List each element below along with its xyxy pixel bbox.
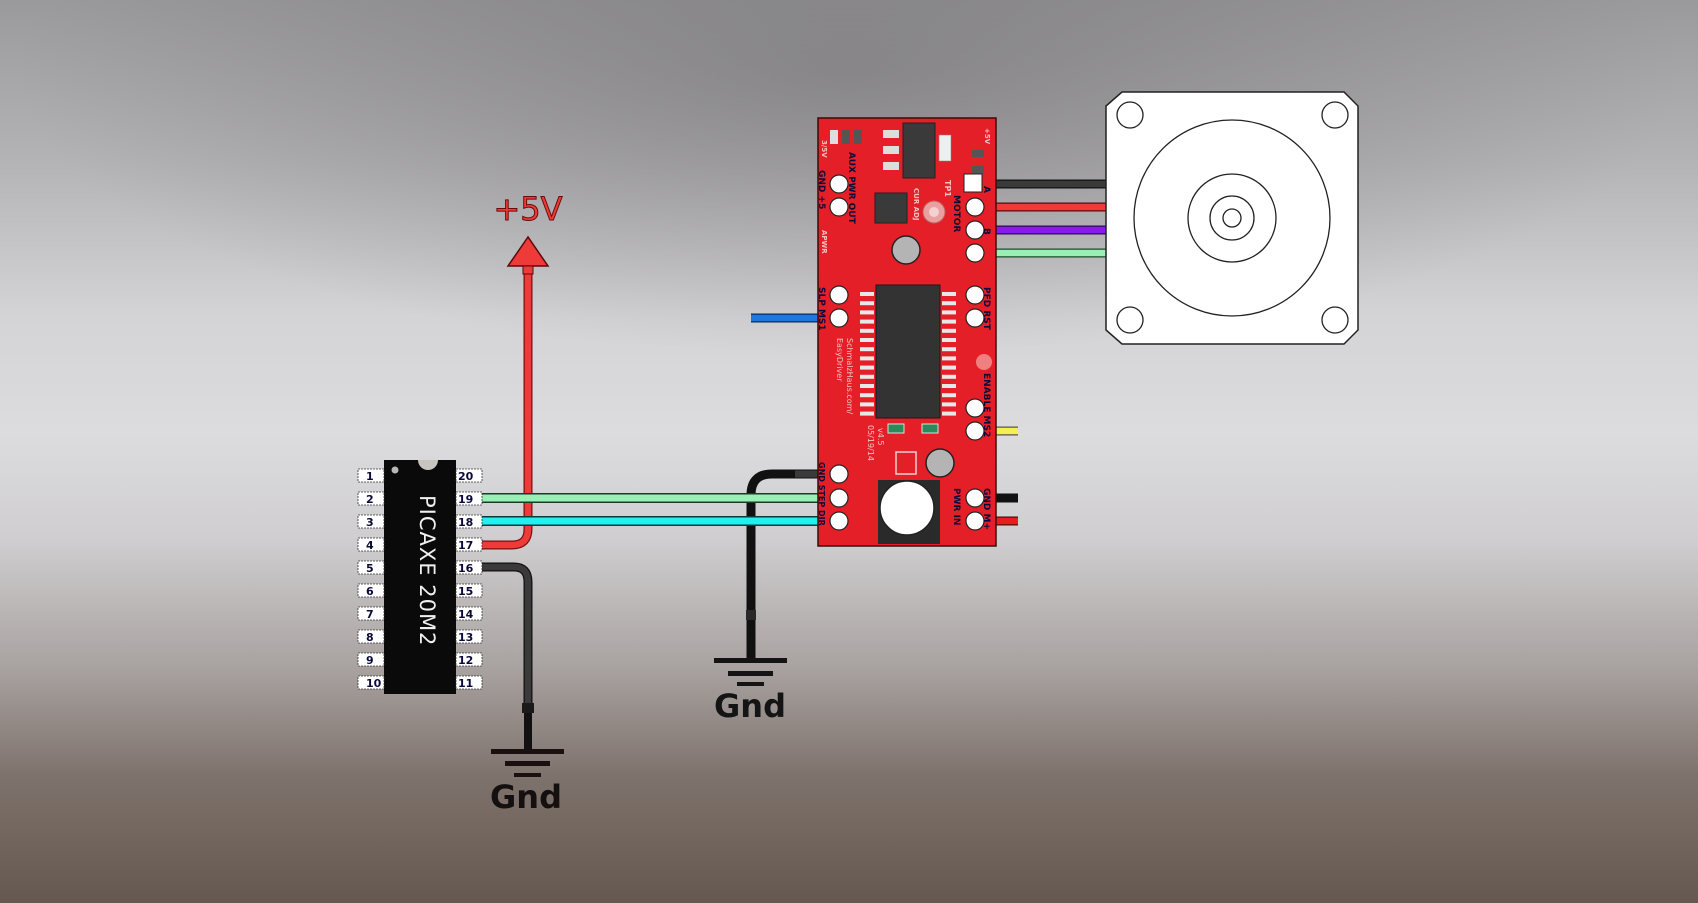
pin-label: 11 [458,677,473,690]
pin-label: 2 [366,493,374,506]
wire-5v [482,272,533,550]
label-pfd-rst: PFD RST [981,287,991,331]
pin-8[interactable]: 8 [357,629,385,644]
arrow-up-icon [506,235,550,267]
pin-label: 10 [366,677,382,690]
easydriver-board[interactable]: AUX PWR OUT GND +5 3/5V +5V APWR TP1 CUR… [816,117,997,547]
pin-16[interactable]: 16 [455,560,483,575]
header-pad[interactable] [965,308,985,328]
pin-18[interactable]: 18 [455,514,483,529]
pin-label: 7 [366,608,374,621]
pin-7[interactable]: 7 [357,606,385,621]
pin-label: 13 [458,631,473,644]
mount-hole [1321,101,1349,129]
supply-5v-symbol: +5V [493,190,563,275]
pin-4[interactable]: 4 [357,537,385,552]
ground-label-mid: Gnd [714,687,786,725]
pin-1[interactable]: 1 [357,468,385,483]
pin-9[interactable]: 9 [357,652,385,667]
pin-label: 17 [458,539,473,552]
pin-label: 16 [458,562,474,575]
header-pad[interactable] [829,308,849,328]
pin-14[interactable]: 14 [455,606,483,621]
pin-label: 15 [458,585,473,598]
pin-2[interactable]: 2 [357,491,385,506]
header-pad[interactable] [829,285,849,305]
header-pad[interactable] [965,220,985,240]
label-enable-ms2: ENABLE MS2 [981,373,991,437]
header-pad[interactable] [965,511,985,531]
label-slp-ms1: SLP MS1 [816,287,826,331]
oshw-gear-icon [976,354,992,370]
pin-19[interactable]: 19 [455,491,483,506]
header-pad[interactable] [965,421,985,441]
pin-10[interactable]: 10 [357,675,385,690]
pin-13[interactable]: 13 [455,629,483,644]
label-motor: MOTOR [951,195,961,232]
header-pad[interactable] [965,398,985,418]
pin-6[interactable]: 6 [357,583,385,598]
pin-label: 4 [366,539,374,552]
pin-20[interactable]: 20 [455,468,483,483]
label-aux-pwr-out: AUX PWR OUT [846,152,856,225]
label-version: v4.5 [876,428,885,445]
label-3-5v: 3/5V [820,140,828,158]
motor-wires [996,179,1106,258]
label-product: EasyDriver [835,338,844,382]
capacitor [879,480,935,536]
label-date: 05/19/14 [866,425,875,461]
header-pad[interactable] [829,464,849,484]
pin-12[interactable]: 12 [455,652,483,667]
label-5v: +5V [983,128,991,145]
pin-11[interactable]: 11 [455,675,483,690]
label-motor-b: B [981,228,991,235]
header-pad[interactable] [965,285,985,305]
label-tp1: TP1 [943,180,952,197]
label-motor-a: A [981,186,991,193]
pin-17[interactable]: 17 [455,537,483,552]
header-pad[interactable] [965,243,985,263]
header-pad[interactable] [829,488,849,508]
supply-label: +5V [493,190,562,228]
pin-label: 3 [366,516,374,529]
label-brand: SchmalzHaus.com/ [845,338,854,414]
header-pad[interactable] [829,197,849,217]
pin-label: 5 [366,562,374,575]
label-apwr: APWR [820,230,828,254]
label-cur-adj: CUR ADJ [912,188,920,220]
header-pad[interactable] [965,197,985,217]
pin-3[interactable]: 3 [357,514,385,529]
pin-label: 20 [458,470,474,483]
pin-label: 9 [366,654,374,667]
pin-label: 8 [366,631,374,644]
pin-15[interactable]: 15 [455,583,483,598]
chip-name: PICAXE 20M2 [415,495,439,646]
label-gnd-m: GND M+ [981,488,991,530]
pin-label: 19 [458,493,473,506]
stepper-motor[interactable] [1105,91,1359,345]
wire-gnd-left [482,562,533,705]
ground-label-left: Gnd [490,778,562,816]
pin-label: 12 [458,654,473,667]
mount-hole [1321,306,1349,334]
pin-label: 6 [366,585,374,598]
header-pad[interactable] [829,174,849,194]
ground-symbol-left: Gnd [490,749,564,816]
header-pad[interactable] [829,511,849,531]
mount-hole [1116,101,1144,129]
header-pad[interactable] [965,488,985,508]
label-gnd-step-dir: GND STEP DIR [817,462,826,526]
label-pwr-in: PWR IN [951,488,961,525]
mount-hole [1116,306,1144,334]
motor-shaft [1222,208,1242,228]
ground-symbol-mid: Gnd [714,658,787,725]
pin-label: 1 [366,470,374,483]
pin-5[interactable]: 5 [357,560,385,575]
pin-label: 18 [458,516,473,529]
label-gnd-5v: GND +5 [816,170,826,209]
pin-label: 14 [458,608,474,621]
